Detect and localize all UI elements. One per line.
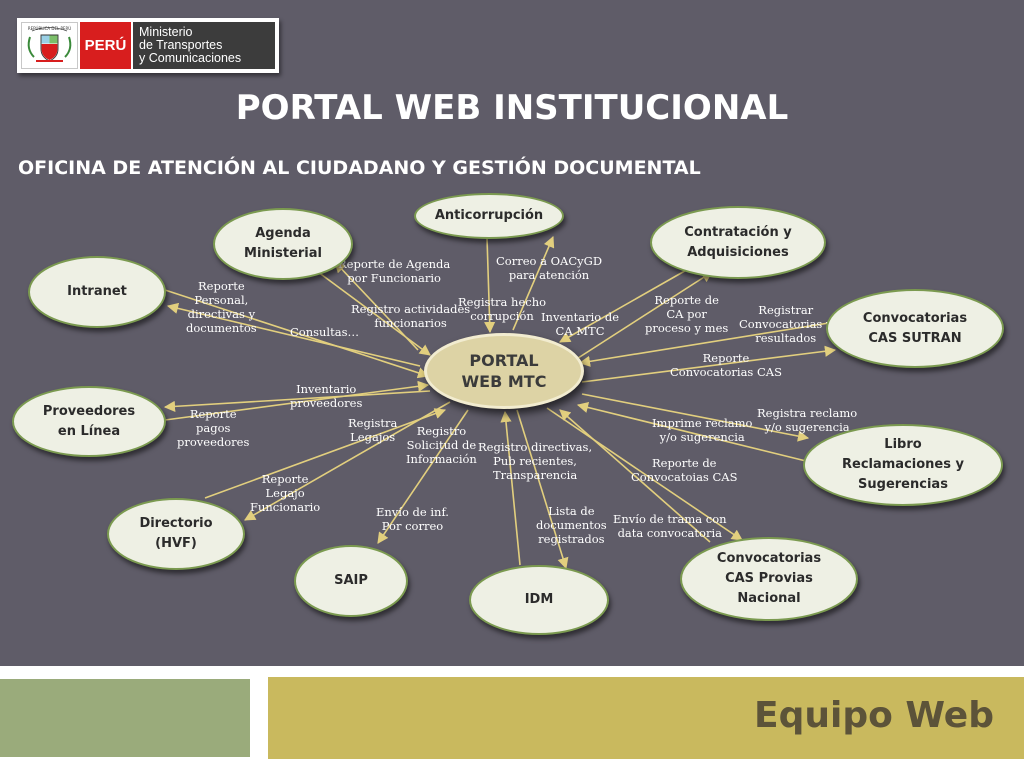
node-directorio: Directorio (HVF) <box>107 498 245 570</box>
node-anticorrupcion: Anticorrupción <box>414 193 564 239</box>
arrow-proveedores-to-portal <box>164 380 430 421</box>
edge-label-envio-trama: Envío de trama con data convocatoria <box>613 512 727 540</box>
arrow-libro-to-portal <box>576 401 811 463</box>
footer-team-label: Equipo Web <box>754 695 994 736</box>
peru-label: PERÚ <box>80 22 131 69</box>
edge-label-registro-actividades: Registro actividades funcionarios <box>351 302 471 330</box>
arrow-portal-to-contratacion <box>574 271 713 361</box>
edge-label-inventario-proveedores: Inventario proveedores <box>290 382 363 410</box>
edge-label-registro-directivas: Registro directivas, Pub recientes, Tran… <box>478 440 593 482</box>
arrow-portal-to-cassutran <box>581 345 837 383</box>
edge-label-registrar-convocatorias: Registrar Convocatorias y resultados <box>739 303 832 345</box>
node-contratacion: Contratación y Adquisiciones <box>650 206 826 279</box>
arrow-anticorrupcion-to-portal <box>484 237 496 334</box>
node-cas-provias: Convocatorias CAS Provias Nacional <box>680 537 858 621</box>
node-label: Convocatorias CAS SUTRAN <box>862 310 968 346</box>
arrow-directorio-to-portal <box>204 408 447 499</box>
node-label: Intranet <box>67 284 127 299</box>
edge-label-reporte-agenda: Reporte de Agenda por Funcionario <box>338 257 451 285</box>
edge-label-inventario-ca: Inventario de CA MTC <box>541 310 620 338</box>
node-label: Convocatorias CAS Provias Nacional <box>716 551 822 606</box>
arrow-portal-to-saip <box>377 409 469 544</box>
arrow-contratacion-to-portal <box>559 267 691 343</box>
edge-label-reporte-convocatorias-cas: Reporte Convocatorias CAS <box>670 351 782 379</box>
arrow-portal-to-libro <box>581 393 810 442</box>
edge-label-reporte-ca: Reporte de CA por proceso y mes <box>645 293 729 335</box>
node-proveedores: Proveedores en Línea <box>12 386 166 457</box>
page-subtitle: OFICINA DE ATENCIÓN AL CIUDADANO Y GESTI… <box>18 157 701 179</box>
connection-arrows <box>163 235 837 570</box>
edge-label-registra-reclamo: Registra reclamo y/o sugerencia <box>757 406 858 434</box>
edge-label-reporte-pagos: Reporte pagos proveedores <box>177 407 250 449</box>
arrow-intranet-to-portal <box>164 289 430 379</box>
arrow-portal-to-anticorrupcion <box>512 235 555 331</box>
edge-label-registra-hecho: Registra hecho corrupción <box>458 295 547 323</box>
arrow-portal-to-proveedores <box>163 390 431 412</box>
node-label: Proveedores en Línea <box>42 403 136 439</box>
node-intranet: Intranet <box>28 256 166 328</box>
crest-text: REPÚBLICA DEL PERÚ <box>28 26 71 31</box>
arrow-agenda-to-portal <box>317 271 431 356</box>
arrow-portal-to-intranet <box>166 302 421 367</box>
ministry-line: y Comunicaciones <box>139 51 242 65</box>
arrow-portal-to-casprovias <box>546 407 743 541</box>
footer-right-block: Equipo Web <box>264 677 1024 759</box>
arrow-portal-to-directorio <box>244 401 451 521</box>
arrow-portal-to-agenda <box>334 261 419 351</box>
edge-label-consultas: Consultas… <box>290 325 359 339</box>
edge-label-reporte-legajo: Reporte Legajo Funcionario <box>250 472 321 514</box>
node-label: SAIP <box>334 573 368 588</box>
node-label: Anticorrupción <box>434 208 544 223</box>
node-label: IDM <box>524 592 554 607</box>
footer-left-block <box>0 679 250 757</box>
node-label: PORTAL WEB MTC <box>461 351 547 391</box>
page-title: PORTAL WEB INSTITUCIONAL <box>235 88 789 128</box>
edge-label-envio-inf: Envío de inf. Por correo <box>376 505 449 533</box>
coat-of-arms-icon: REPÚBLICA DEL PERÚ <box>21 22 78 69</box>
arrow-idm-to-portal <box>500 410 521 566</box>
ministry-name: Ministerio de Transportes y Comunicacion… <box>133 22 275 69</box>
node-label: Contratación y Adquisiciones <box>684 224 792 260</box>
edge-label-registro-solicitud: Registro Solicitud de Información <box>406 424 477 466</box>
edge-label-reporte-personal: Reporte Personal, directivas y documento… <box>186 279 257 335</box>
node-portal-web-mtc: PORTAL WEB MTC <box>424 333 584 409</box>
arrow-portal-to-idm <box>516 409 569 570</box>
node-idm: IDM <box>469 565 609 635</box>
node-label: Directorio (HVF) <box>139 516 213 551</box>
node-label: Agenda Ministerial <box>244 226 322 261</box>
edge-label-reporte-convocatoias: Reporte de Convocatoias CAS <box>631 456 738 484</box>
ministry-line: de Transportes <box>139 38 223 52</box>
edge-label-registra-legajos: Registra Legajos <box>348 416 398 444</box>
edge-label-lista-documentos: Lista de documentos registrados <box>536 504 607 546</box>
node-cas-sutran: Convocatorias CAS SUTRAN <box>826 289 1004 368</box>
arrow-cassutran-to-portal <box>578 321 836 367</box>
node-label: Libro Reclamaciones y Sugerencias <box>842 437 964 492</box>
node-saip: SAIP <box>294 545 408 617</box>
node-agenda-ministerial: Agenda Ministerial <box>213 208 353 280</box>
edge-label-imprime-reclamo: Imprime reclamo y/o sugerencia <box>652 416 753 444</box>
arrow-casprovias-to-portal <box>559 409 711 543</box>
ministry-logo: REPÚBLICA DEL PERÚ PERÚ Ministerio de Tr… <box>17 18 279 73</box>
node-libro-reclamaciones: Libro Reclamaciones y Sugerencias <box>803 424 1003 506</box>
ministry-line: Ministerio <box>139 25 193 39</box>
edge-label-correo-oacygd: Correo a OACyGD para atención <box>496 254 603 282</box>
